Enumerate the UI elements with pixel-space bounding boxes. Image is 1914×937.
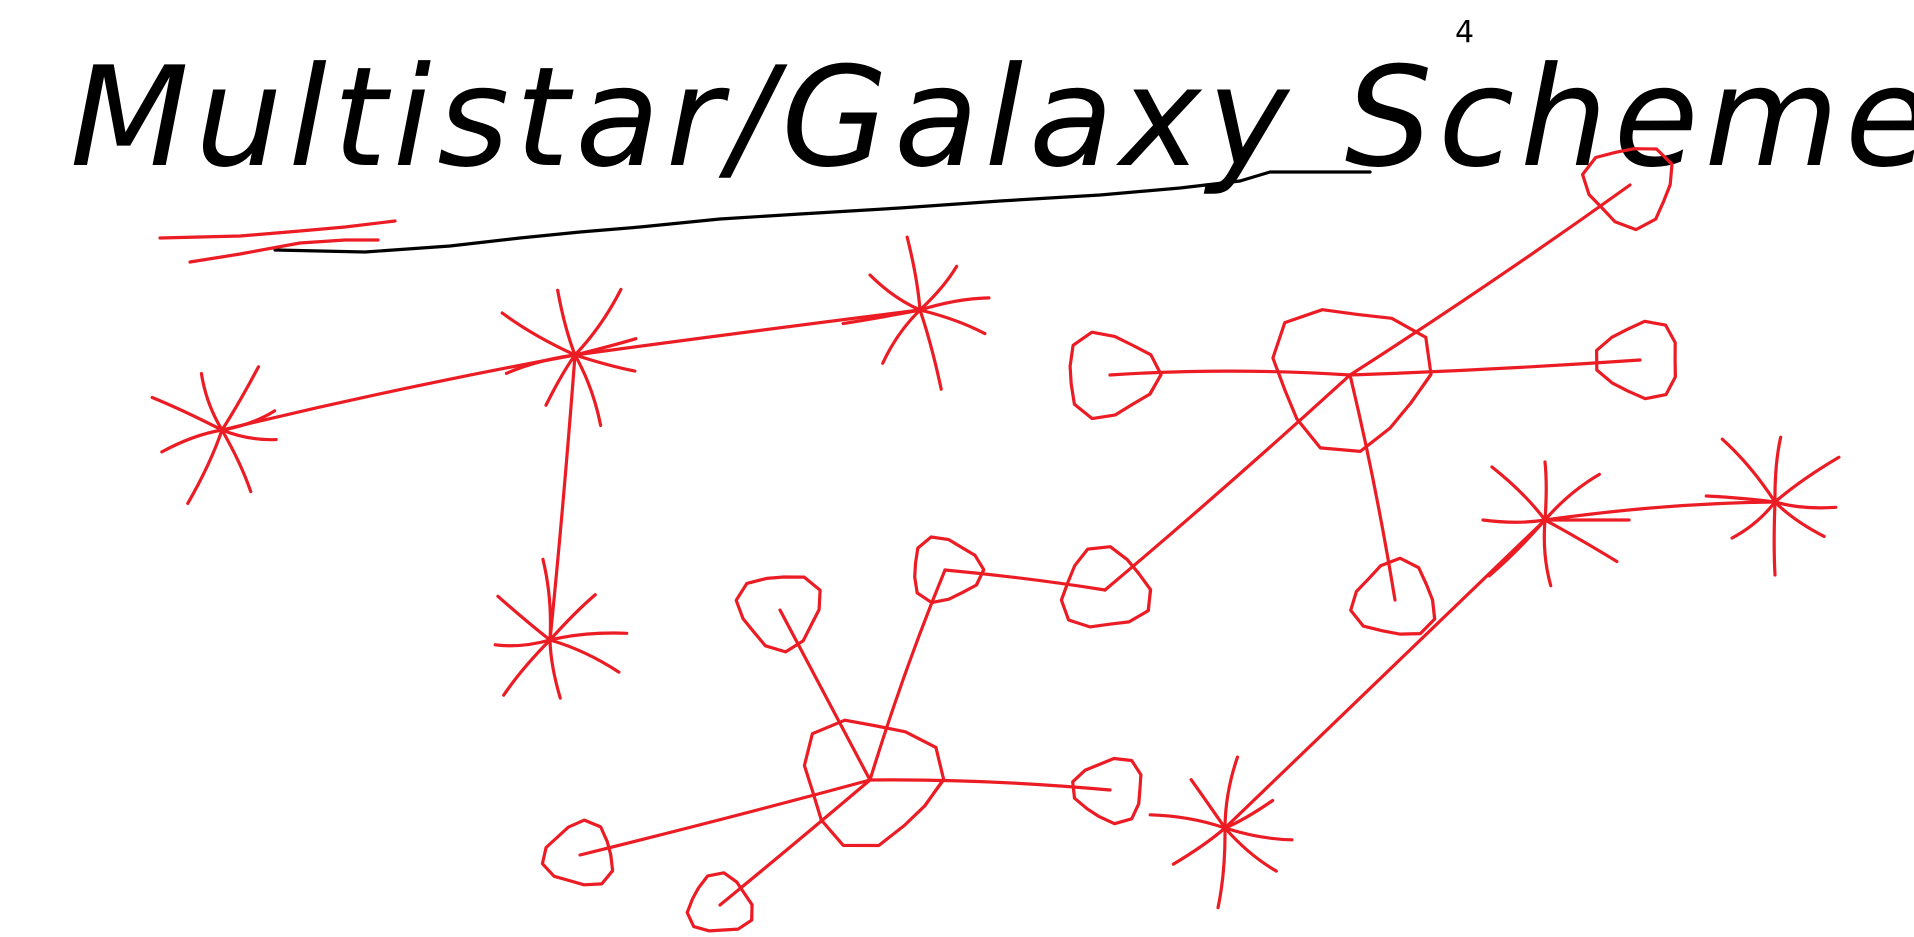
diagram-title: Multistar/Galaxy Schemes: [70, 37, 1914, 198]
star-node-s3: [841, 235, 991, 391]
title-red-underline-2: [188, 238, 380, 264]
edge-s5-s7: [1223, 518, 1547, 830]
galaxy-node-g7: [913, 535, 986, 605]
star-node-s6: [1704, 435, 1841, 577]
star-node-s7: [1148, 755, 1294, 910]
galaxy-node-g9: [734, 575, 822, 654]
edge-g2-g3: [1348, 183, 1632, 377]
edge-g2-g5: [1348, 373, 1397, 602]
edge-g8-g10: [868, 778, 1112, 792]
galaxy-node-g3: [1581, 147, 1674, 232]
edge-s2-s4: [548, 353, 577, 642]
galaxy-node-g10: [1071, 756, 1143, 826]
edge-s5-s6: [1543, 500, 1777, 522]
edge-g2-g6: [1103, 373, 1352, 592]
galaxy-node-g2: [1271, 308, 1433, 453]
galaxy-node-g1: [1068, 330, 1163, 421]
star-node-s1: [150, 365, 278, 506]
edge-g1-g2: [1108, 369, 1352, 377]
star-node-s5: [1481, 460, 1631, 588]
star-node-s4: [493, 557, 629, 700]
edge-g2-g4: [1348, 358, 1642, 377]
galaxy-node-g6: [1059, 545, 1153, 629]
edge-s2-s3: [573, 308, 922, 357]
galaxy-node-g4: [1595, 319, 1677, 401]
edge-g7-g8: [868, 568, 947, 782]
edge-g8-g12: [718, 778, 872, 907]
title-underline: [273, 170, 1372, 254]
galaxy-node-g11: [540, 818, 615, 887]
title-superscript: 4: [1455, 15, 1474, 50]
title-group: Multistar/Galaxy Schemes 4: [70, 15, 1914, 264]
nodes-layer: [150, 147, 1841, 933]
edges-layer: [220, 183, 1777, 907]
star-node-s2: [500, 287, 638, 428]
title-red-underline-1: [158, 219, 397, 240]
edge-g8-g9: [778, 608, 872, 782]
galaxy-node-g5: [1349, 556, 1437, 636]
edge-g8-g11: [578, 778, 872, 857]
galaxy-node-g12: [685, 871, 754, 933]
galaxy-node-g8: [802, 718, 946, 848]
edge-g6-g7: [943, 568, 1107, 592]
